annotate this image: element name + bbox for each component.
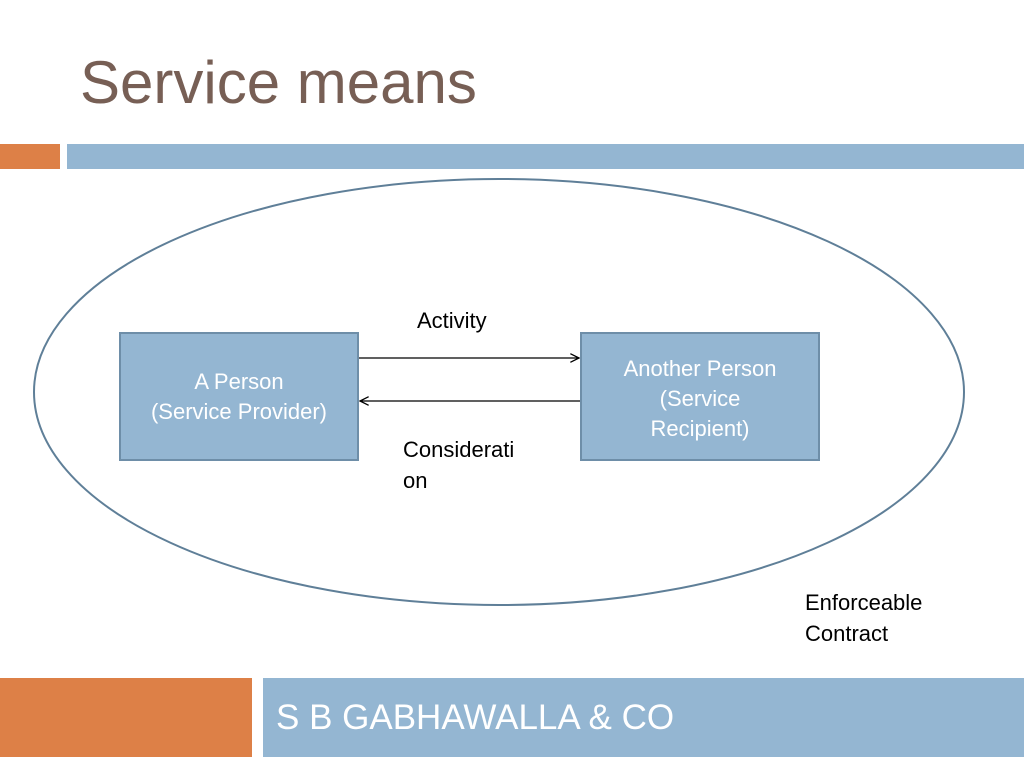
slide-title: Service means: [80, 49, 477, 116]
enforceable-contract-label: Enforceable Contract: [805, 587, 965, 649]
contract-label-line-1: Enforceable: [805, 590, 923, 615]
provider-line-2: (Service Provider): [150, 398, 328, 424]
consideration-label-line-2: on: [403, 468, 428, 493]
consideration-label-line-1: Considerati: [403, 437, 515, 462]
consideration-label: Considerati on: [403, 434, 543, 496]
contract-ellipse: [33, 178, 965, 606]
activity-label: Activity: [417, 308, 487, 333]
recipient-line-3: Recipient): [650, 416, 750, 441]
contract-label-line-2: Contract: [805, 621, 889, 646]
footer-bar: [263, 678, 1024, 757]
recipient-line-1: Another Person: [623, 356, 777, 381]
provider-line-1: A Person: [194, 368, 284, 394]
header-accent-orange: [0, 144, 60, 169]
header-accent-blue: [67, 144, 1024, 169]
footer-company-name: S B GABHAWALLA & CO: [276, 698, 675, 737]
footer-accent-orange: [0, 678, 252, 757]
recipient-line-2: (Service: [659, 386, 741, 411]
service-recipient-box: Another Person (Service Recipient): [580, 332, 820, 461]
service-provider-box: A Person (Service Provider): [119, 332, 359, 461]
